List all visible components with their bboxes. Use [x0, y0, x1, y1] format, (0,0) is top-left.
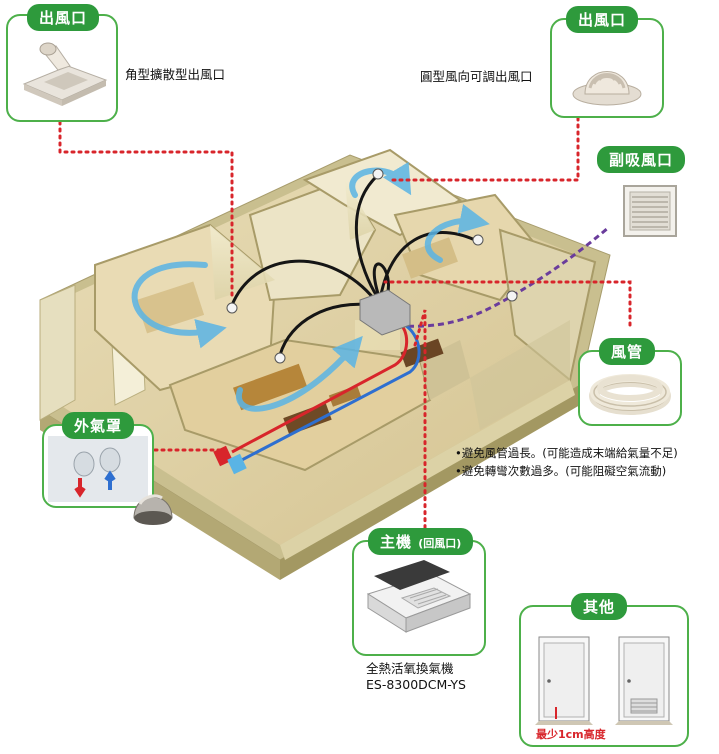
outlet-right-caption: 圓型風向可調出風口: [420, 69, 533, 84]
left-wall: [39, 284, 76, 421]
duct-note-2: •避免轉彎次數過多。(可能阻礙空氣流動): [455, 464, 667, 478]
bed-left: [136, 281, 205, 334]
main-unit-model: [359, 289, 411, 336]
dining-table: [400, 338, 444, 368]
square-diffuser-image: [22, 42, 108, 106]
wall-hood-image: [48, 436, 148, 502]
outlet-left-tag: 出風口: [27, 4, 100, 31]
intake-duct: [387, 226, 609, 328]
outlet-diffusers: [226, 168, 518, 364]
outlet-right-card: [550, 18, 664, 118]
main-unit-image: [366, 560, 472, 633]
duct-tag: 風管: [599, 338, 656, 365]
airflow-arrows: [131, 161, 490, 412]
outlet-right-tag: 出風口: [566, 6, 639, 33]
main-unit-card: [352, 540, 486, 656]
duct-card: [578, 350, 682, 426]
outdoor-hood-tag: 外氣罩: [62, 412, 135, 439]
main-unit-tag: 主機 (回風口): [368, 528, 474, 555]
round-diffuser-image: [572, 71, 642, 106]
grille-intake-image: [623, 185, 677, 237]
leader-lines: [58, 116, 632, 542]
main-unit-caption: 全熱活氧換氣機 ES-8300DCM-YS: [366, 661, 466, 693]
main-unit-tag-label: 主機: [380, 533, 413, 551]
main-unit-name: 全熱活氧換氣機: [366, 661, 454, 676]
other-tag: 其他: [571, 593, 628, 620]
outlet-left-caption: 角型擴散型出風口: [125, 67, 226, 82]
coffee-table: [283, 402, 332, 435]
duct-coil-image: [589, 374, 671, 415]
duct-notes: •避免風管過長。(可能造成末端給氣量不足) •避免轉彎次數過多。(可能阻礙空氣流…: [455, 444, 678, 480]
fresh-air-duct: [237, 323, 421, 464]
round-hood-image: [133, 494, 173, 525]
door-gap-image: [535, 636, 673, 725]
outlet-left-card: [6, 14, 118, 122]
other-card: [519, 605, 689, 747]
main-unit-model: ES-8300DCM-YS: [366, 677, 466, 692]
secondary-intake-tag: 副吸風口: [597, 146, 686, 173]
duct-note-1: •避免風管過長。(可能造成末端給氣量不足): [455, 446, 678, 460]
door-gap-caption: 最少1cm高度: [536, 728, 606, 741]
main-unit-tag-note: (回風口): [418, 537, 462, 550]
sofa: [233, 363, 307, 411]
